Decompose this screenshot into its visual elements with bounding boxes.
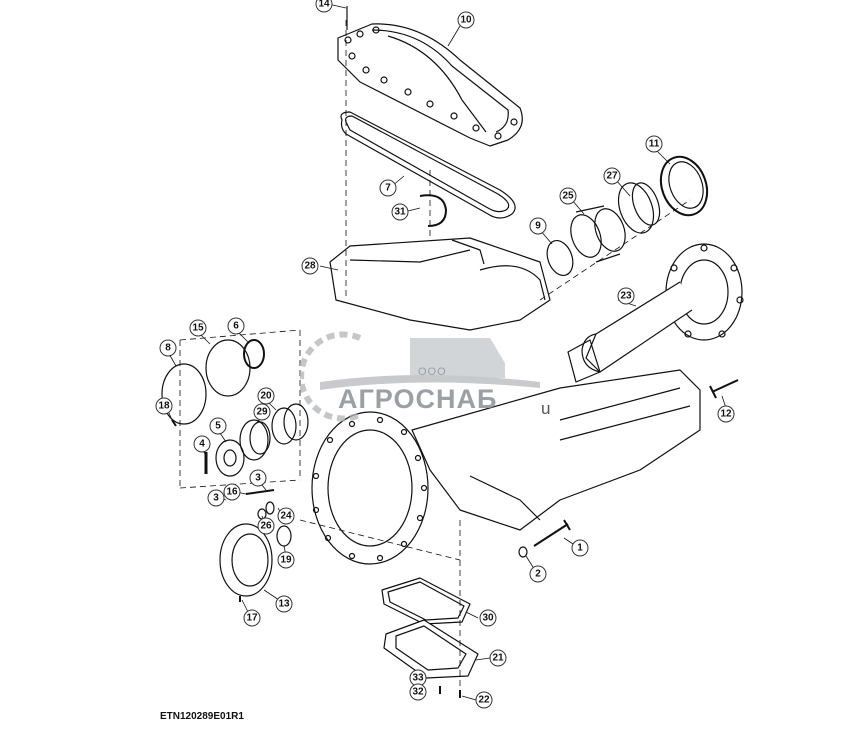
svg-text:22: 22 [478,695,490,706]
part-axle-shaft-23 [567,243,744,383]
part-gasket-7 [340,111,516,219]
svg-text:24: 24 [280,511,292,522]
callout-5: 5 [209,417,227,435]
part-gasket-30 [381,577,471,625]
callout-24: 24 [277,507,295,525]
svg-text:25: 25 [562,191,574,202]
svg-text:7: 7 [385,183,391,194]
svg-text:31: 31 [394,207,406,218]
part-cover-13 [219,523,273,597]
callout-17: 17 [243,609,261,627]
svg-text:32: 32 [412,687,424,698]
part-housing-28 [329,237,551,331]
callout-26: 26 [257,517,275,535]
callout-12: 12 [717,405,735,423]
svg-text:17: 17 [246,613,258,624]
callout-32: 32 [409,683,427,701]
svg-text:30: 30 [482,613,494,624]
svg-text:5: 5 [215,421,221,432]
svg-text:6: 6 [233,321,239,332]
svg-text:29: 29 [256,407,268,418]
part-cup-20 [271,403,309,445]
callout-16: 16 [223,483,241,501]
part-bolt-16 [245,489,275,495]
svg-text:4: 4 [199,439,205,450]
callout-9: 9 [529,217,547,235]
callout-21: 21 [489,649,507,667]
part-ring-31 [419,194,447,227]
part-oring-6 [243,339,265,369]
part-bolt-1 [533,519,571,547]
part-gasket-15 [205,339,251,397]
svg-text:33: 33 [412,673,424,684]
part-ring-19 [276,525,292,547]
callout-6: 6 [227,317,245,335]
svg-text:3: 3 [255,473,261,484]
svg-text:12: 12 [720,409,732,420]
svg-text:10: 10 [460,15,472,26]
svg-text:20: 20 [260,391,272,402]
part-snap-ring-9 [546,239,574,277]
callout-15: 15 [189,319,207,337]
svg-text:19: 19 [280,555,292,566]
part-bearing-29 [239,419,271,461]
svg-text:3: 3 [213,493,219,504]
callout-31: 31 [391,203,409,221]
diagram-code: ETN120289E01R1 [160,711,244,722]
callout-19: 19 [277,551,295,569]
watermark-tail: u [541,399,551,418]
svg-text:13: 13 [278,599,290,610]
svg-text:27: 27 [606,171,618,182]
svg-text:2: 2 [535,569,541,580]
callout-3-lower: 3 [207,489,225,507]
part-seal-11 [659,155,709,217]
part-flange [311,411,429,565]
callout-18: 18 [155,397,173,415]
callout-4: 4 [193,435,211,453]
svg-text:1: 1 [577,543,583,554]
callout-11: 11 [645,135,663,153]
svg-text:18: 18 [158,401,170,412]
svg-text:15: 15 [192,323,204,334]
watermark-line1: ООО [418,366,447,378]
callout-10: 10 [457,11,475,29]
callout-27: 27 [603,167,621,185]
svg-text:9: 9 [535,221,541,232]
callout-20: 20 [257,387,275,405]
svg-text:8: 8 [165,343,171,354]
callout-28: 28 [301,257,319,275]
callout-7: 7 [379,179,397,197]
part-cup-25 [570,205,626,263]
callout-29: 29 [253,403,271,421]
callout-22: 22 [475,691,493,709]
part-pan-21 [383,619,479,679]
part-washer-26 [257,508,267,520]
watermark-brand: АГРОСНАБ [338,384,498,414]
callout-13: 13 [275,595,293,613]
part-cover-10 [337,23,523,147]
svg-text:14: 14 [318,0,330,10]
svg-text:21: 21 [492,653,504,664]
part-axle-housing [411,369,701,531]
part-washer-2 [518,546,528,558]
callout-25: 25 [559,187,577,205]
callout-23: 23 [617,287,635,305]
svg-text:26: 26 [260,521,272,532]
svg-text:23: 23 [620,291,632,302]
part-bolt-12 [709,379,739,399]
part-plate-8 [161,363,207,425]
callout-8: 8 [159,339,177,357]
svg-text:11: 11 [649,139,660,150]
callout-14: 14 [315,0,333,13]
part-washer-24 [265,501,275,515]
callout-2: 2 [529,565,547,583]
callout-1: 1 [571,539,589,557]
part-cone-27 [617,182,661,234]
callout-30: 30 [479,609,497,627]
svg-text:16: 16 [226,487,238,498]
part-nut-5 [215,439,245,477]
callout-3-upper: 3 [249,469,267,487]
svg-text:28: 28 [304,261,316,272]
